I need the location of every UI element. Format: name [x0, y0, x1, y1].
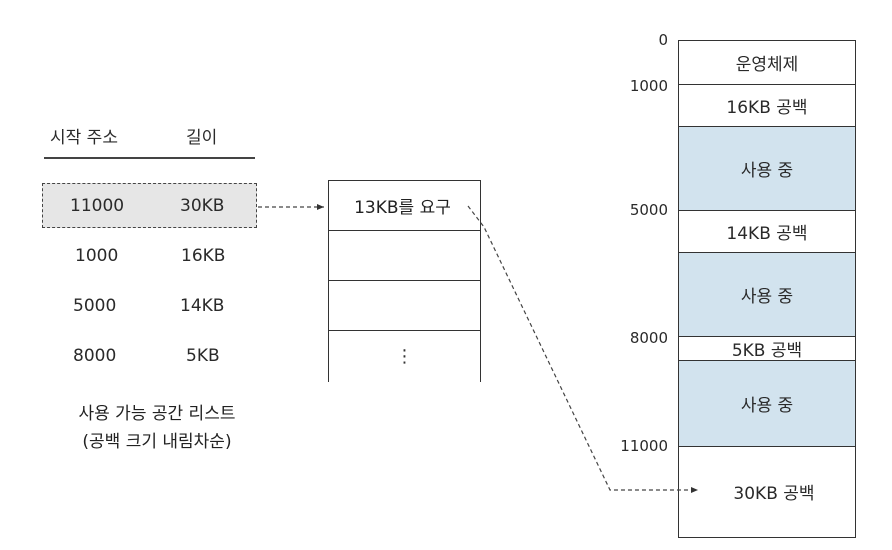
- row-length: 14KB: [180, 296, 225, 316]
- request-queue: 13KB를 요구 ⋮: [328, 180, 481, 382]
- ellipsis-icon: ⋮: [395, 346, 414, 367]
- queue-cell: [329, 281, 480, 331]
- header-start-address: 시작 주소: [50, 128, 118, 148]
- row-length: 5KB: [186, 346, 220, 366]
- dashed-arrow-to-30kb-block: [467, 205, 698, 493]
- memory-map: 운영체제 16KB 공백 사용 중 14KB 공백 사용 중 5KB 공백 사용…: [678, 40, 856, 538]
- memory-block-os: 운영체제: [679, 41, 855, 85]
- address-label: 5000: [629, 201, 668, 219]
- memory-block-free: 30KB 공백: [733, 484, 815, 504]
- request-label: 13KB를 요구: [354, 198, 451, 218]
- free-list-caption: 사용 가능 공간 리스트: [78, 404, 236, 424]
- address-label: 1000: [629, 77, 668, 95]
- queue-cell: 13KB를 요구: [329, 181, 480, 231]
- row-length: 16KB: [181, 246, 226, 266]
- free-list-caption-sub: (공백 크기 내림차순): [82, 432, 232, 452]
- memory-block-free: 5KB 공백: [679, 337, 855, 361]
- address-label: 11000: [620, 437, 668, 455]
- header-length: 길이: [186, 128, 218, 148]
- address-label: 8000: [629, 329, 668, 347]
- selected-row-highlight: [42, 183, 257, 228]
- address-label: 0: [658, 31, 668, 49]
- memory-block-used: 사용 중: [679, 361, 855, 447]
- memory-block-used: 사용 중: [679, 127, 855, 211]
- memory-block-free: 14KB 공백: [679, 211, 855, 253]
- row-start-address: 8000: [73, 346, 117, 366]
- header-divider: [44, 157, 255, 159]
- row-start-address: 11000: [70, 196, 125, 216]
- queue-cell: ⋮: [329, 331, 480, 383]
- row-length: 30KB: [180, 196, 225, 216]
- queue-cell: [329, 231, 480, 281]
- row-start-address: 1000: [75, 246, 119, 266]
- memory-block-free: 16KB 공백: [679, 85, 855, 127]
- row-start-address: 5000: [73, 296, 117, 316]
- memory-block-used: 사용 중: [679, 253, 855, 337]
